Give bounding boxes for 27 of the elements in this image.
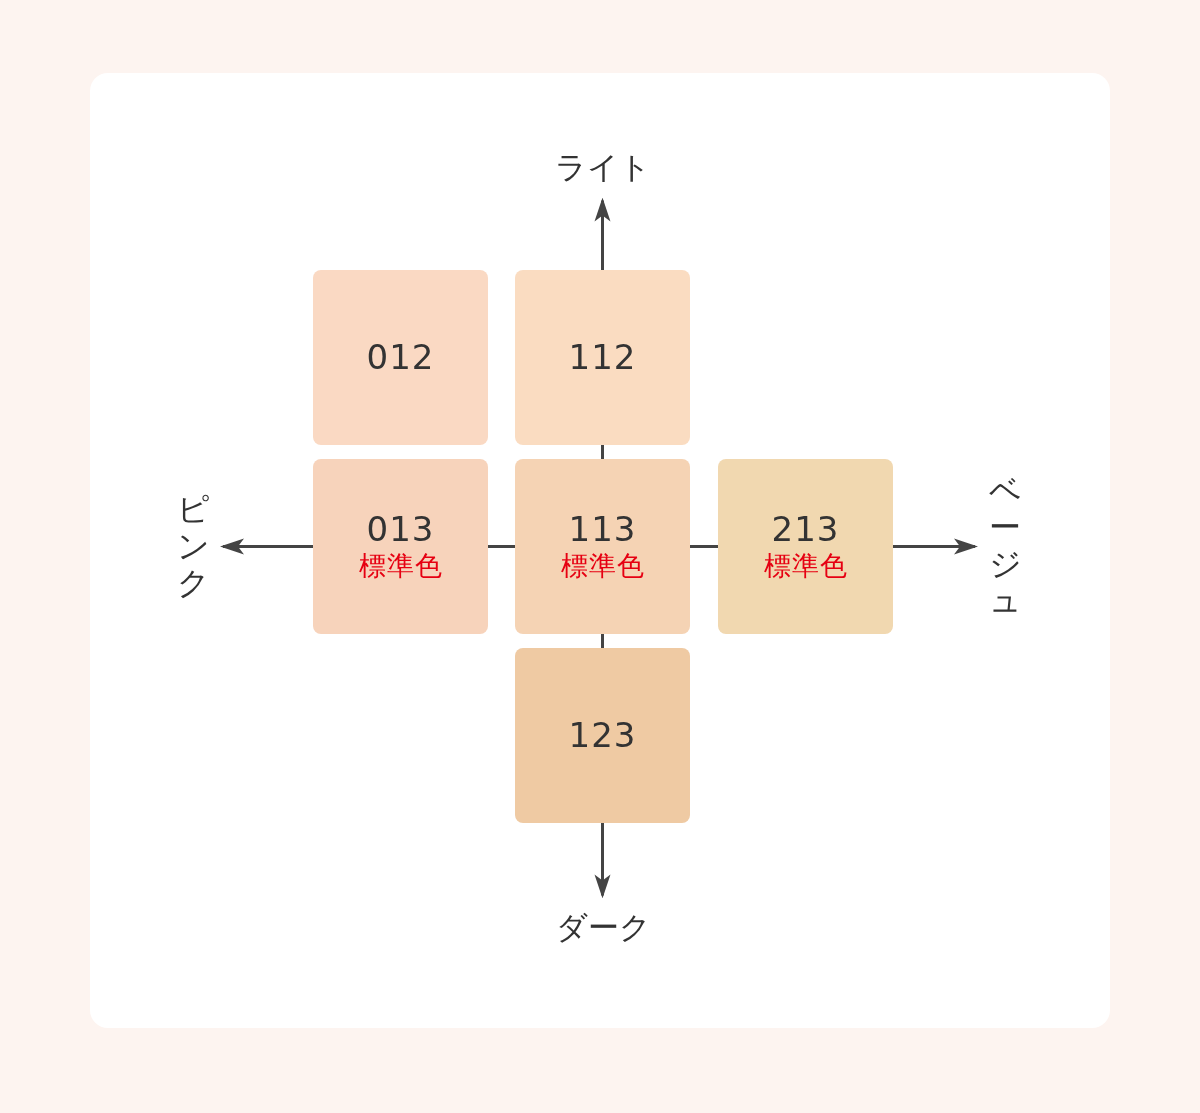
shade-code: 112 — [568, 338, 637, 377]
shade-code: 013 — [366, 510, 435, 549]
shade-code: 012 — [366, 338, 435, 377]
shade-code: 213 — [771, 510, 840, 549]
connector-line — [690, 545, 718, 548]
connector-line — [488, 545, 515, 548]
shade-tile — [313, 270, 488, 445]
direction-label: ライト — [555, 149, 651, 187]
shade-tile — [515, 459, 690, 634]
direction-label: ダーク — [555, 909, 651, 947]
standard-shade-label: 標準色 — [358, 552, 443, 583]
shade-tile — [515, 648, 690, 823]
arrow — [893, 538, 978, 555]
standard-shade-label: 標準色 — [763, 552, 848, 583]
shade-tile — [718, 459, 893, 634]
connector-line — [601, 634, 604, 648]
direction-label: ベージュ — [989, 472, 1021, 620]
arrow — [220, 538, 313, 555]
connector-line — [601, 445, 604, 459]
shade-code: 123 — [568, 716, 637, 755]
shade-tile — [515, 270, 690, 445]
shade-tile — [313, 459, 488, 634]
direction-label: ピンク — [177, 490, 209, 602]
shade-code: 113 — [568, 510, 637, 549]
standard-shade-label: 標準色 — [560, 552, 645, 583]
arrow — [594, 197, 611, 270]
arrow — [594, 823, 611, 899]
